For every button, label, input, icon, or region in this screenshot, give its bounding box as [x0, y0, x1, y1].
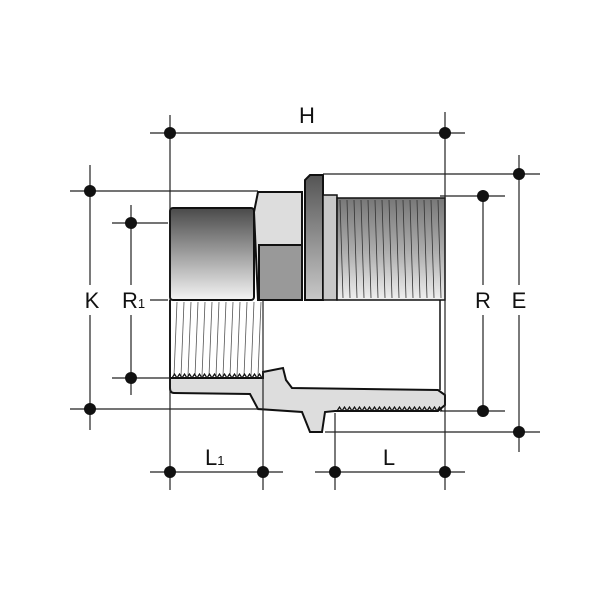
dimension-lines: [70, 112, 540, 490]
socket-exterior: [169, 207, 255, 301]
female-thread-lines: [173, 301, 262, 377]
label-E: E: [512, 288, 527, 313]
hex-nut-bottom: [258, 244, 303, 301]
label-R1: R1: [122, 288, 145, 313]
shaft: [322, 194, 338, 301]
flange: [304, 174, 324, 301]
fitting-part: [169, 174, 446, 433]
label-R: R: [475, 288, 491, 313]
dimension-dots: [84, 127, 525, 478]
label-L: L: [383, 445, 395, 470]
label-K: K: [85, 288, 100, 313]
label-H: H: [299, 103, 315, 128]
label-L1: L1: [205, 445, 224, 470]
male-thread: [336, 197, 446, 301]
male-thread-lines: [339, 199, 442, 299]
